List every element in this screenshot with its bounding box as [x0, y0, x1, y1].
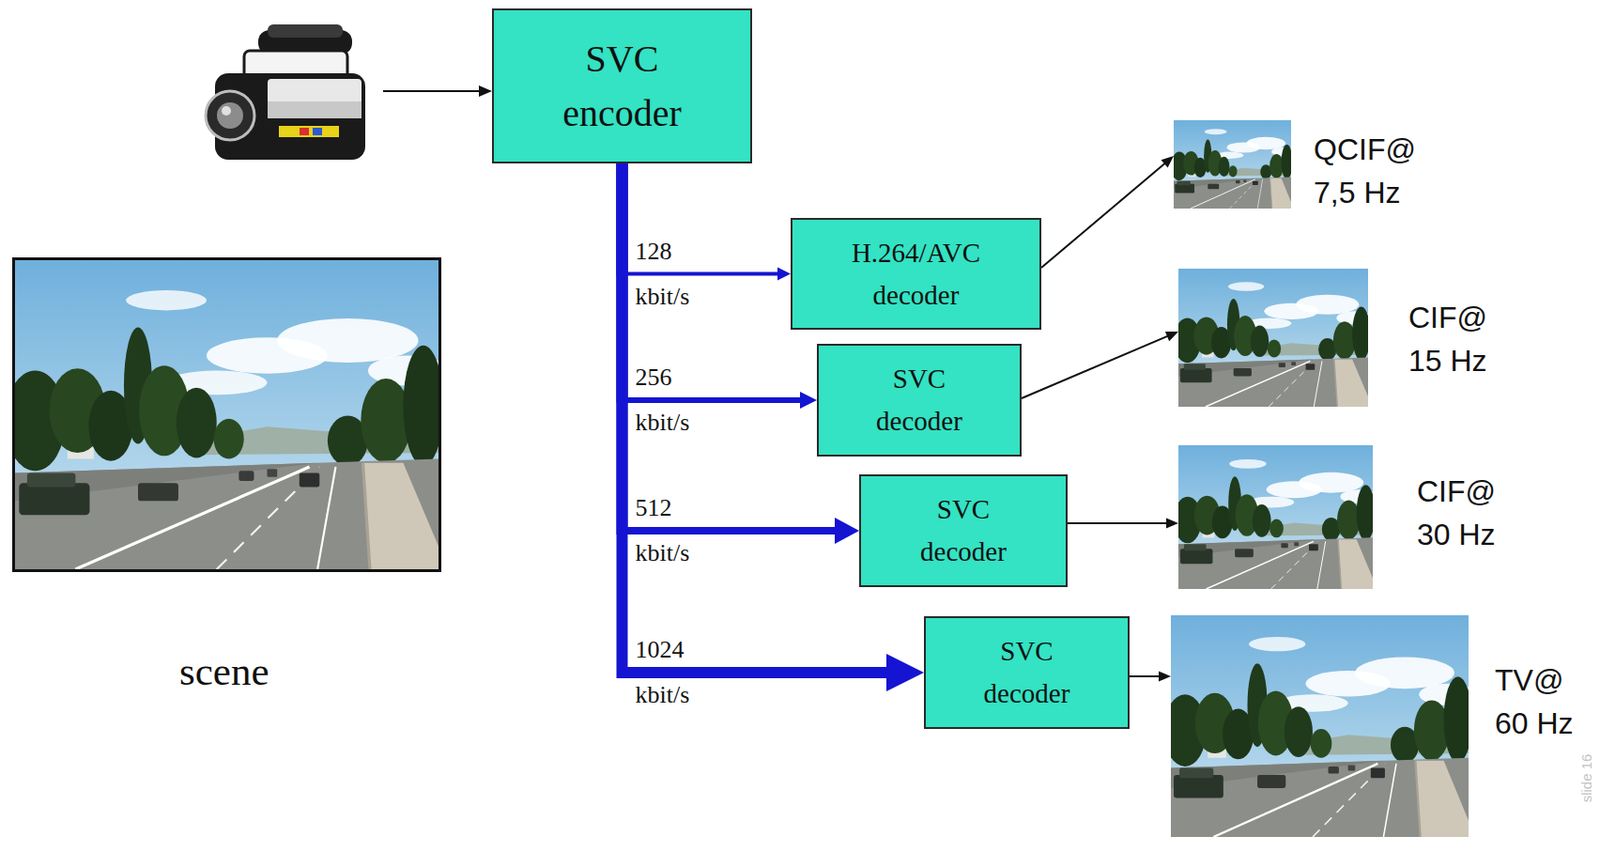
bus-branch — [622, 397, 802, 403]
image-caption: scene — [179, 647, 270, 694]
bus-trunk — [616, 163, 629, 678]
qcif-thumbnail — [1173, 120, 1292, 209]
format-label: QCIF@ 7,5 Hz — [1313, 127, 1422, 215]
process-box: SVC decoder — [923, 615, 1130, 729]
bus-branch — [622, 526, 837, 535]
arrow-head — [1158, 671, 1171, 682]
arrow-line — [1041, 163, 1166, 268]
output-view: QCIF@ 7,5 Hz — [1173, 120, 1422, 215]
box-label: SVC decoder — [984, 630, 1071, 715]
format-label: TV@ 60 Hz — [1494, 658, 1589, 745]
arrow-head — [800, 391, 817, 409]
process-box: SVC encoder — [492, 8, 753, 164]
arrow-head — [834, 517, 860, 544]
process-box: H.264/AVC decoder — [790, 217, 1042, 330]
slide-watermark: slide 16 — [1578, 753, 1595, 802]
format-label: CIF@ 15 Hz — [1408, 295, 1503, 383]
bus-branch — [622, 666, 889, 678]
camera-arrow — [380, 80, 498, 102]
bitrate-label: 512 kbit/s — [635, 485, 691, 576]
output-view: CIF@ 30 Hz — [1178, 445, 1511, 589]
output-arrow — [1041, 155, 1174, 268]
bitrate-label: 128 kbit/s — [635, 229, 691, 320]
arrow-head — [777, 267, 791, 281]
cif-thumbnail — [1178, 445, 1373, 589]
output-arrow — [1067, 518, 1179, 529]
bitrate-label: 1024 kbit/s — [635, 627, 691, 718]
bus-branch — [622, 272, 780, 277]
arrow-head — [886, 653, 924, 692]
box-label: SVC encoder — [562, 31, 682, 141]
output-arrow — [1129, 671, 1171, 682]
arrow-line — [1021, 336, 1169, 399]
box-label: SVC decoder — [876, 357, 963, 443]
arrow-head — [1161, 155, 1174, 169]
process-box: SVC decoder — [859, 474, 1068, 587]
cif-thumbnail — [1178, 268, 1369, 407]
output-arrow — [1021, 331, 1179, 399]
scene-image — [12, 257, 442, 572]
arrow-head — [1166, 518, 1179, 529]
process-box: SVC decoder — [816, 343, 1022, 457]
format-label: CIF@ 30 Hz — [1416, 469, 1511, 556]
arrow-head — [1165, 331, 1179, 341]
video-camera — [201, 16, 390, 168]
tv-thumbnail — [1170, 615, 1469, 837]
arrow-line — [1067, 522, 1168, 524]
output-view: CIF@ 15 Hz — [1178, 268, 1503, 407]
output-view: TV@ 60 Hz — [1170, 615, 1589, 837]
bitrate-label: 256 kbit/s — [635, 354, 691, 446]
arrow-line — [1129, 675, 1160, 677]
box-label: H.264/AVC decoder — [851, 231, 981, 317]
box-label: SVC decoder — [920, 488, 1007, 573]
